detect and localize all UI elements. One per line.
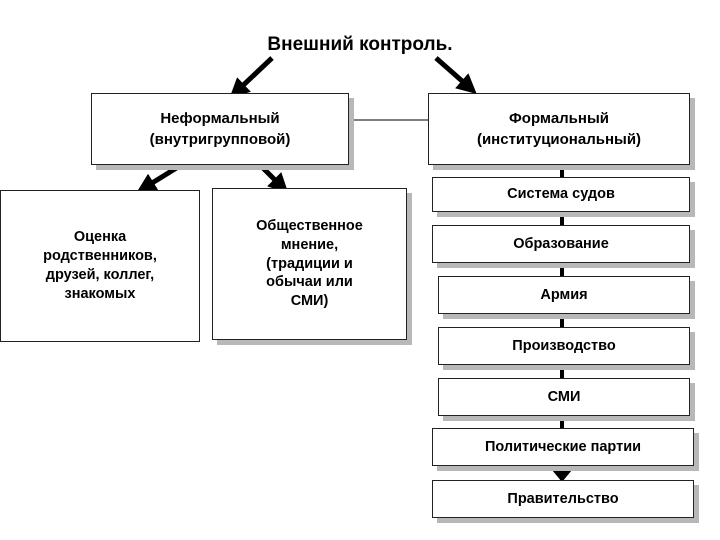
informal-node: Неформальный (внутригрупповой) bbox=[91, 93, 349, 165]
formal-spine-arrowhead bbox=[552, 470, 572, 482]
informal-child-1-label: Оценка родственников, друзей, коллег, зн… bbox=[43, 229, 157, 302]
formal-item: Политические партии bbox=[432, 428, 694, 466]
arrow-title-to-formal bbox=[434, 56, 477, 94]
diagram-title: Внешний контроль. bbox=[267, 34, 453, 55]
formal-item: Армия bbox=[438, 276, 690, 314]
informal-child-1: Оценка родственников, друзей, коллег, зн… bbox=[0, 190, 200, 342]
formal-item-label: Политические партии bbox=[484, 438, 642, 455]
formal-item-label: Образование bbox=[513, 235, 609, 252]
formal-item-label: СМИ bbox=[547, 388, 581, 405]
formal-item-label: Армия bbox=[540, 286, 588, 303]
informal-label: Неформальный (внутригрупповой) bbox=[149, 110, 291, 148]
informal-child-2: Общественное мнение, (традиции и обычаи … bbox=[212, 188, 407, 340]
formal-node: Формальный (институциональный) bbox=[428, 93, 690, 165]
informal-child-2-label: Общественное мнение, (традиции и обычаи … bbox=[256, 217, 363, 310]
formal-item-label: Правительство bbox=[507, 490, 619, 507]
arrow-informal-to-child-1 bbox=[136, 164, 180, 193]
arrow-informal-to-child-2 bbox=[260, 165, 289, 194]
arrow-title-to-informal bbox=[229, 56, 274, 99]
formal-item-label: Производство bbox=[512, 337, 616, 354]
formal-label: Формальный (институциональный) bbox=[476, 110, 642, 148]
formal-item: СМИ bbox=[438, 378, 690, 416]
formal-item: Производство bbox=[438, 327, 690, 365]
formal-item: Система судов bbox=[432, 177, 690, 212]
formal-item: Правительство bbox=[432, 480, 694, 518]
formal-item-label: Система судов bbox=[507, 186, 615, 203]
formal-item: Образование bbox=[432, 225, 690, 263]
